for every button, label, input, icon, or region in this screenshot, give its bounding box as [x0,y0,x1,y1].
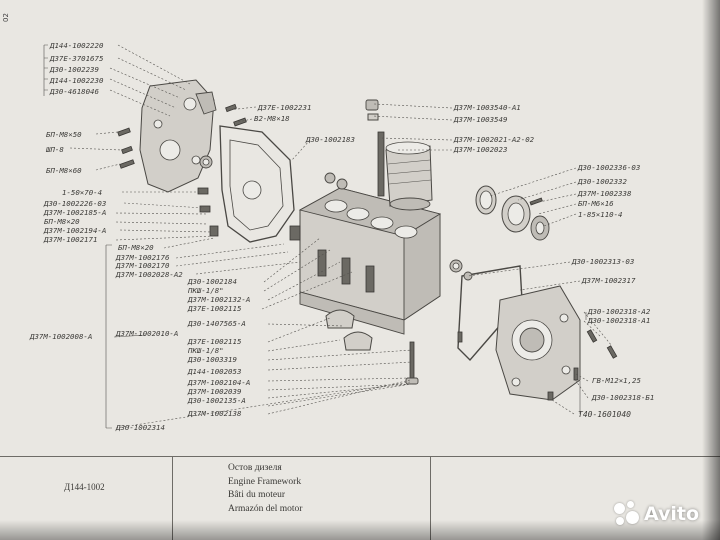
main-bearing-caps [325,309,373,351]
title-en: Engine Framework [228,476,302,487]
lower-studs [289,225,473,385]
part-label: Д30-1002135-А [187,396,246,405]
part-label: Д144-1002053 [187,367,241,376]
part-label: БП-М8×60 [46,166,82,175]
part-label: БП-М8×20 [44,217,80,226]
part-label: БП-М8×20 [118,243,154,252]
title-ru: Остов дизеля [228,463,282,473]
rear-seals [475,185,550,241]
part-label: БП-М6×16 [578,199,614,208]
part-labels: Д144-1002220 Д37Е-3701675 Д30-1002239 Д1… [29,41,654,432]
part-label: Д30-1002183 [305,135,355,144]
front-cover [139,79,217,193]
title-fr: Bâti du moteur [228,490,285,500]
part-label: 1-50×70-4 [62,188,102,197]
part-label: БП-М8×50 [46,130,82,139]
part-label: Д37М-1002138 [187,409,242,418]
part-label: Д37Е-1002115 [187,337,241,346]
part-label: Д37М-1002028-А2 [115,270,183,279]
part-label: Д30-1002314 [115,423,165,432]
part-label: Д37Е-1002115 [187,304,241,313]
part-label: Д37М-1002039 [187,387,241,396]
part-label: Д30-1003319 [187,355,237,364]
part-label: Д37М-1002317 [581,276,636,285]
avito-watermark: Avito [612,500,699,528]
sheet-titles: Остов дизеля Engine Framework Bâti du mo… [228,462,302,516]
title-block-top-rule [0,456,720,457]
part-label: Д30-1002318-А2 [587,307,651,316]
front-gasket [219,125,295,243]
part-label: Д37М-1002194-А [43,226,106,235]
part-label: Д37М-1002185-А [43,208,106,217]
part-label: Д37М-1002010-А [115,329,178,338]
part-label: Д30-1407565-А [187,319,246,328]
part-label: Д37М-1002023 [453,145,507,154]
part-label: Д37М-1002021-А2-02 [453,135,535,144]
cylinder-liner [365,99,433,211]
part-label: Д30-1002184 [187,277,237,286]
avito-logo-icon [612,500,640,528]
part-label: Д37М-1002008-А [29,332,92,341]
small-fasteners-left [117,103,247,237]
title-block-divider-left [172,456,173,540]
sheet-code: Д144-1002 [64,482,105,492]
part-label: Д37М-1002338 [577,189,632,198]
cylinder-block [298,172,442,335]
part-label: В2-М8×18 [254,114,290,123]
part-label: Д37Е-1002231 [257,103,311,112]
part-label: Д30-1002318-Б1 [591,393,654,402]
avito-wordmark: Avito [644,503,700,525]
title-block-divider-right [430,456,431,540]
part-label: Д144-1002230 [49,76,104,85]
part-label: ШП-8 [45,145,64,154]
part-label: Д37М-1002176 [115,253,170,262]
flywheel-housing [457,265,618,401]
part-label: Д30-4618046 [49,87,99,96]
part-label: Д144-1002220 [49,41,104,50]
part-label: Д30-1002239 [49,65,99,74]
part-label: Д37М-1002171 [43,235,97,244]
part-label: Д37Е-3701675 [49,54,103,63]
part-label: Д30-1002313-03 [571,257,634,266]
part-label: Д37М-1002104-А [187,378,250,387]
part-label: ПКШ-1/8" [187,286,224,295]
part-label: Д30-1002332 [577,177,627,186]
part-label: 1-85×110-4 [578,210,623,219]
part-label: ГВ-М12×1,25 [592,376,641,385]
part-label: Д37М-1003540-А1 [453,103,521,112]
part-label: Т40-1601040 [578,410,631,419]
title-es: Armazón del motor [228,503,303,514]
part-label: Д30-1002318-А1 [587,316,650,325]
exploded-view-drawing: Д144-1002220 Д37Е-3701675 Д30-1002239 Д1… [29,41,654,432]
part-label: Д30-1002226-03 [43,199,106,208]
part-label: Д37М-1003549 [453,115,507,124]
part-label: ПКШ-1/8" [187,346,224,355]
part-label: Д37М-1002132-А [187,295,250,304]
part-label: Д37М-1002170 [115,261,170,270]
leader-lines [43,44,613,429]
part-label: Д30-1002336-03 [577,163,640,172]
